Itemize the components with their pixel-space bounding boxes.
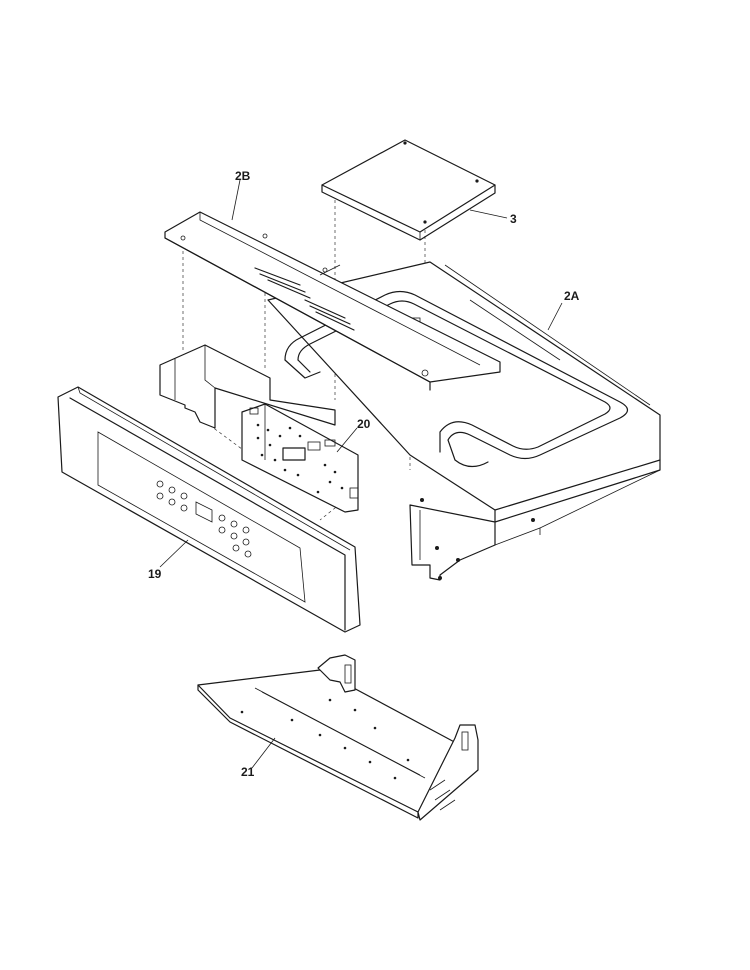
- part-20-control-board: [241, 403, 359, 513]
- leader-lines: [159, 179, 563, 769]
- label-2b: 2B: [235, 169, 251, 183]
- part-19-control-panel: [57, 386, 361, 633]
- label-20: 20: [357, 417, 371, 431]
- label-2a: 2A: [564, 289, 580, 303]
- label-21: 21: [241, 765, 255, 779]
- panel-buttons: [156, 480, 252, 558]
- part-3-cover-plate: [321, 139, 496, 241]
- left-bracket: [159, 344, 336, 429]
- part-21-support-tray: [197, 654, 479, 821]
- label-19: 19: [148, 567, 162, 581]
- label-3: 3: [510, 212, 517, 226]
- part-2b-vent-panel: [164, 211, 501, 391]
- part-labels: 2B 3 2A 20 19 21: [148, 169, 580, 779]
